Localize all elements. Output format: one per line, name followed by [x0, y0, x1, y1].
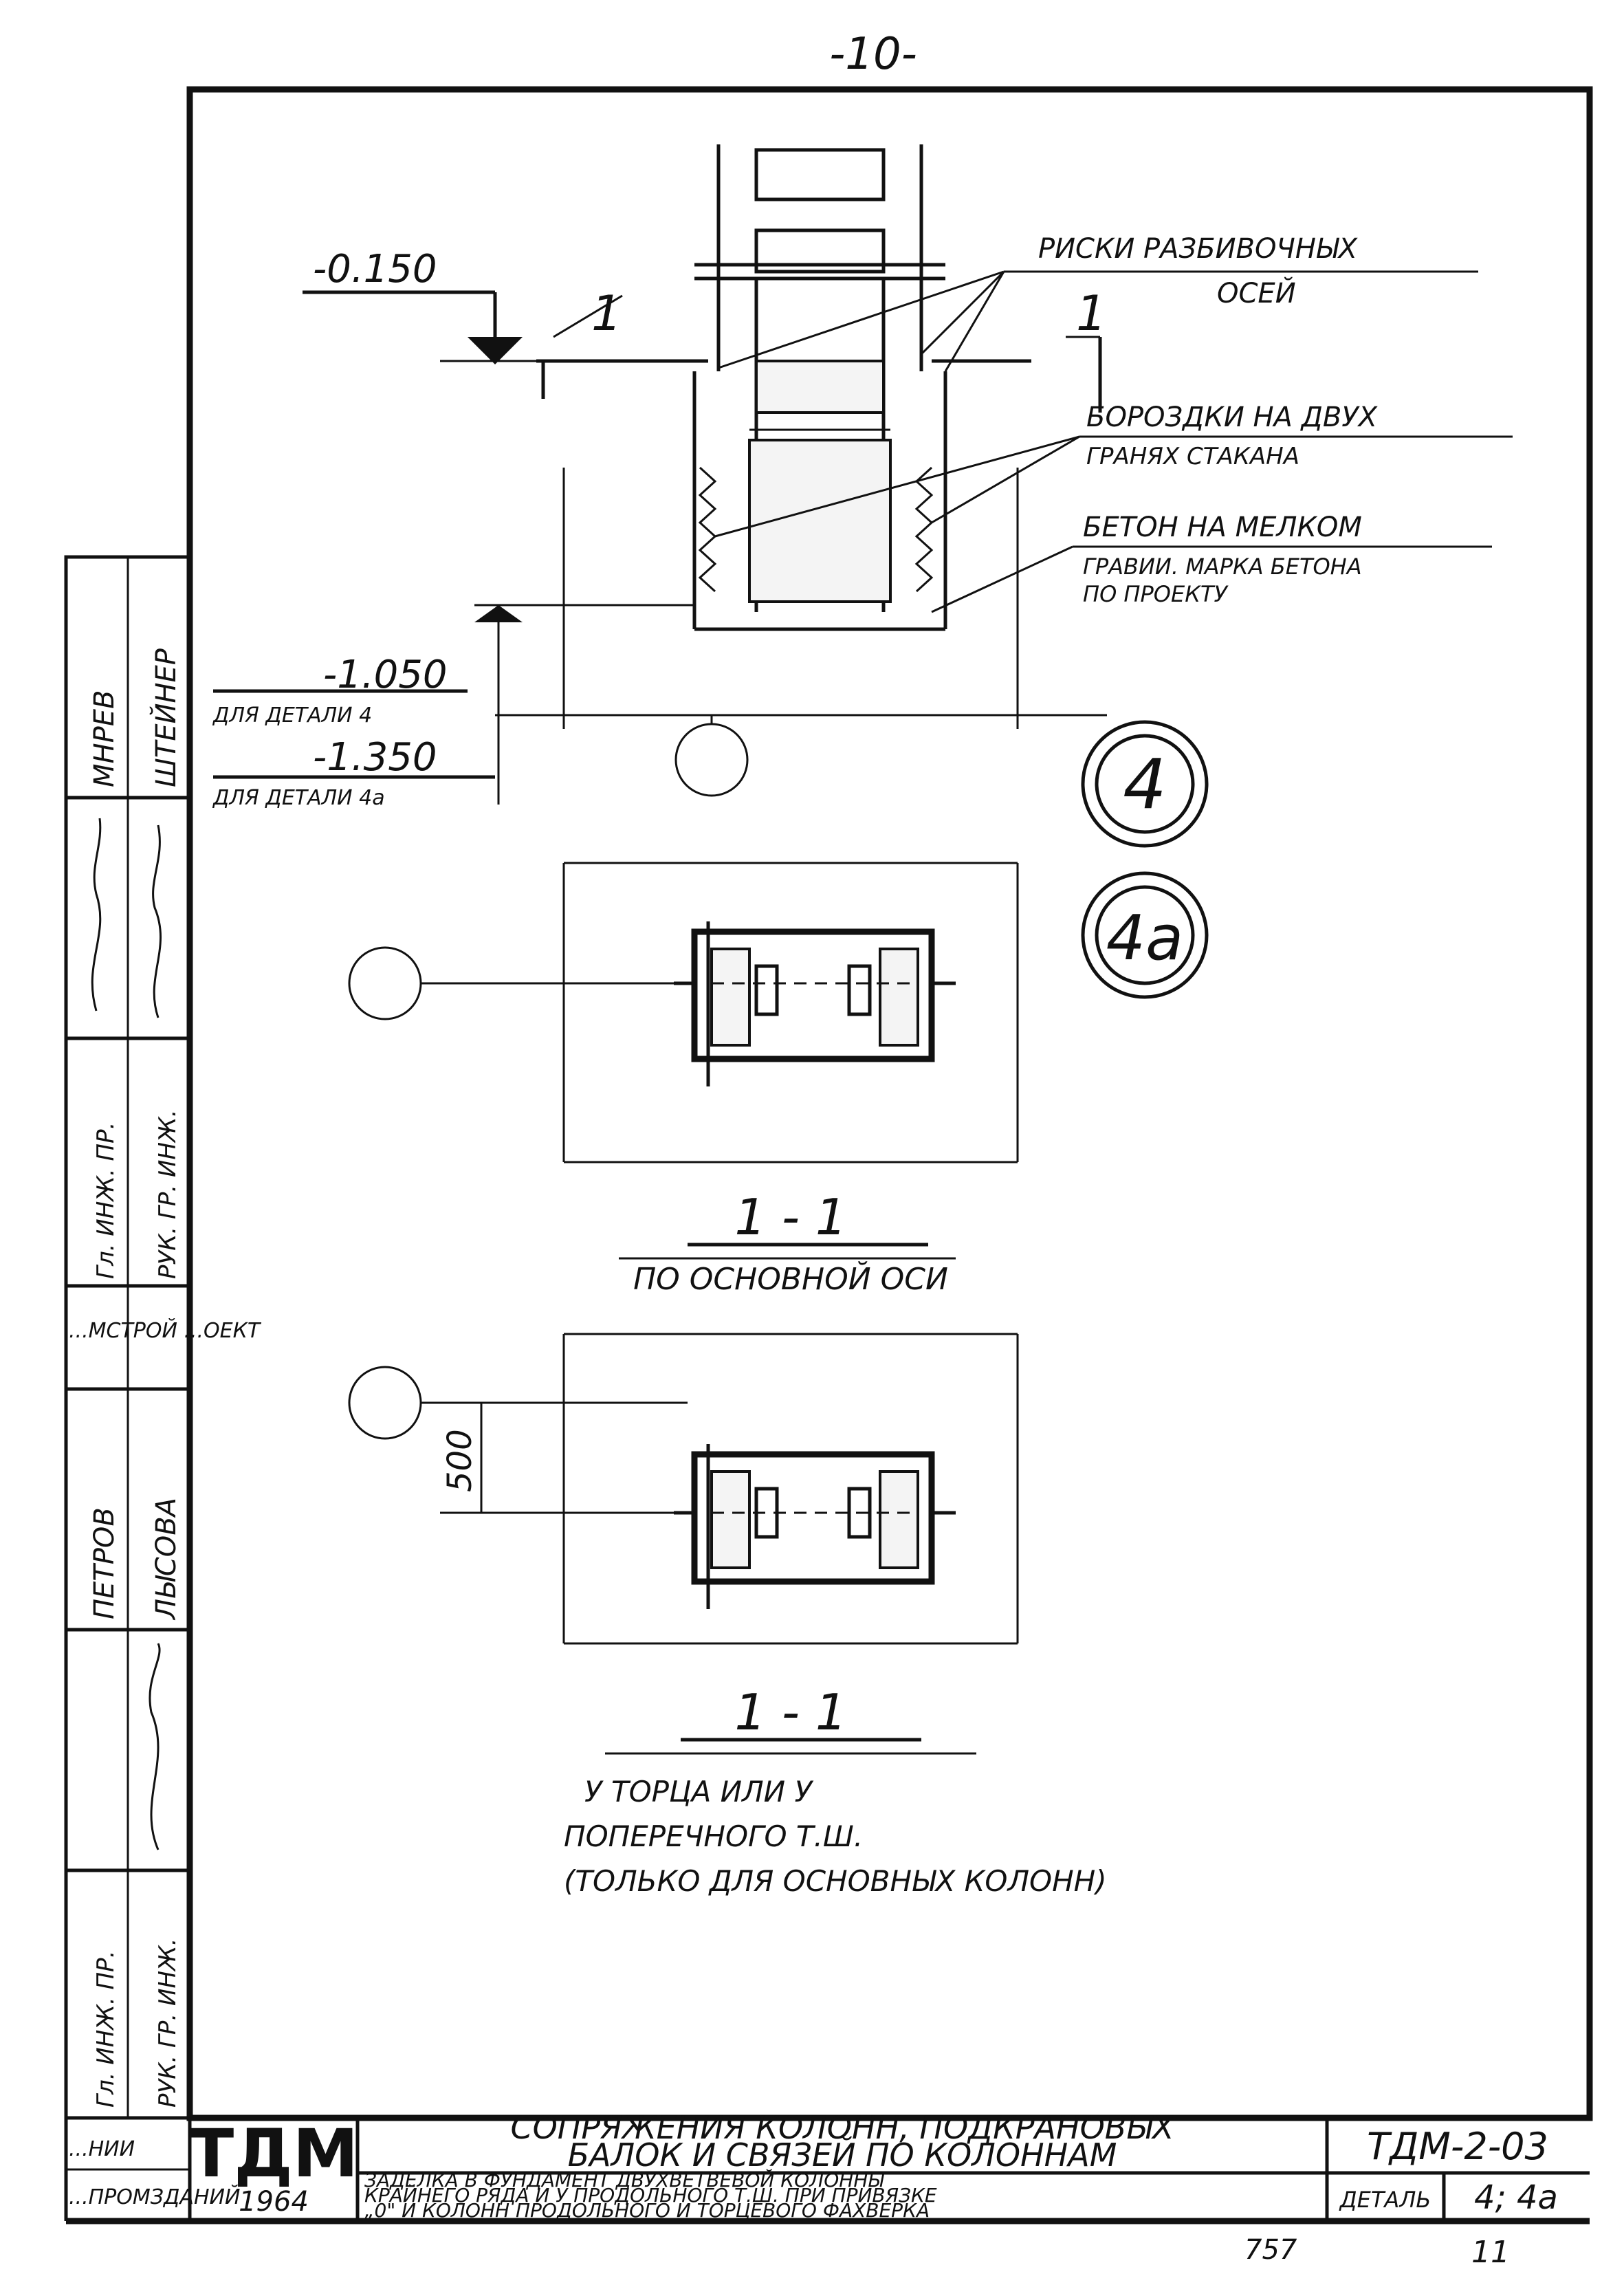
detail-mark-4a: 4а: [1106, 902, 1183, 974]
section-mark-right: 1: [1076, 285, 1107, 342]
caption-detail-4a: ДЛЯ ДЕТАЛИ 4а: [212, 786, 385, 810]
dimension-500: 500: [441, 1429, 479, 1492]
plan2-subtitle-line2: ПОПЕРЕЧНОГО Т.Ш.: [564, 1819, 863, 1853]
axis-bubble-plan1: [348, 946, 422, 1020]
stamp-role-3: Гл. ИНЖ. ПР.: [92, 1951, 120, 2108]
section-mark-left: 1: [591, 285, 622, 342]
drawing-frame: [186, 86, 1593, 2121]
stamp-organization: ...МСТРОЙ ...ОЕКТ: [69, 1318, 262, 1343]
stamp-name-2: ШТЕЙНЕР: [149, 648, 182, 787]
concrete-block-upper: [755, 360, 885, 414]
callout-grooves-line2: ГРАНЯХ СТАКАНА: [1086, 443, 1299, 470]
stamp-role-4: РУК. ГР. ИНЖ.: [154, 1938, 182, 2108]
plan-section-end: 500 1 - 1 У ТОРЦА ИЛИ У ПОПЕРЕЧНОГО Т.Ш.…: [348, 1333, 1107, 1898]
institute-line1: ...НИИ: [69, 2137, 135, 2161]
callout-concrete-line3: ПО ПРОЕКТУ: [1083, 581, 1229, 607]
axis-bubble-top: [674, 723, 749, 797]
plan2-title: 1 - 1: [734, 1683, 846, 1741]
signature-3: [149, 1643, 161, 1850]
detail-value: 4; 4а: [1474, 2178, 1558, 2217]
axis-bubble-plan2: [348, 1366, 422, 1440]
side-stamp: МНРЕВ ШТЕЙНЕР Гл. ИНЖ. ПР. РУК. ГР. ИНЖ.…: [64, 555, 262, 2120]
level-bottom-4a: -1.350: [313, 735, 437, 780]
plan2-subtitle-line3: (ТОЛЬКО ДЛЯ ОСНОВНЫХ КОЛОНН): [564, 1864, 1107, 1898]
plan2-subtitle-line1: У ТОРЦА ИЛИ У: [584, 1775, 813, 1808]
description-line1: ЗАДЕЛКА В ФУНДАМЕНТ ДВУХВЕТВЕВОЙ КОЛОННЫ: [364, 2168, 884, 2191]
stamp-name-3: ПЕТРОВ: [89, 1507, 120, 1619]
description-line3: „0" И КОЛОНН ПРОДОЛЬНОГО И ТОРЦЕВОГО ФАХ…: [364, 2199, 930, 2222]
elevation-section: 1 1: [495, 144, 1107, 797]
level-marks: -0.150 -1.050 ДЛЯ ДЕТАЛИ 4 -1.350 ДЛЯ ДЕ…: [212, 247, 694, 810]
archive-number: 757: [1244, 2234, 1297, 2266]
callouts: РИСКИ РАЗБИВОЧНЫХ ОСЕЙ БОРОЗДКИ НА ДВУХ …: [714, 233, 1513, 613]
plan1-title: 1 - 1: [734, 1188, 846, 1246]
detail-label: ДЕТАЛЬ: [1339, 2187, 1431, 2213]
plan-section-main-axis: 1 - 1 ПО ОСНОВНОЙ ОСИ: [348, 862, 1019, 1297]
callout-axes-line1: РИСКИ РАЗБИВОЧНЫХ: [1038, 233, 1359, 265]
stamp-role-1: Гл. ИНЖ. ПР.: [92, 1122, 120, 1279]
title-block: ...НИИ ...ПРОМЗДАНИЙ ТДМ 1964 СОПРЯЖЕНИЯ…: [64, 2109, 1590, 2224]
page-number: -10-: [829, 29, 917, 80]
callout-grooves-line1: БОРОЗДКИ НА ДВУХ: [1086, 402, 1379, 433]
institute-line2: ...ПРОМЗДАНИЙ: [69, 2185, 240, 2209]
callout-concrete-line2: ГРАВИИ. МАРКА БЕТОНА: [1083, 554, 1362, 580]
sheet-number: 11: [1471, 2235, 1510, 2270]
description-line2: КРАЙНЕГО РЯДА И У ПРОДОЛЬНОГО Т.Ш. ПРИ П…: [364, 2183, 937, 2207]
level-top: -0.150: [313, 247, 437, 292]
stamp-role-2: РУК. ГР. ИНЖ.: [154, 1110, 182, 1279]
stamp-name-4: ЛЫСОВА: [151, 1498, 182, 1621]
title-line1: СОПРЯЖЕНИЯ КОЛОНН, ПОДКРАНОВЫХ: [510, 2109, 1174, 2146]
signature-1: [152, 824, 162, 1018]
callout-axes-line2: ОСЕЙ: [1217, 276, 1296, 309]
plan1-subtitle: ПО ОСНОВНОЙ ОСИ: [633, 1260, 948, 1297]
series-code: ТДМ-2-03: [1367, 2125, 1548, 2168]
stamp-name-1: МНРЕВ: [89, 690, 120, 787]
title-line2: БАЛОК И СВЯЗЕЙ ПО КОЛОННАМ: [568, 2136, 1117, 2174]
signature-2: [91, 818, 102, 1012]
detail-marks: 4 4а: [1081, 720, 1209, 999]
detail-mark-4: 4: [1123, 744, 1167, 824]
callout-concrete-line1: БЕТОН НА МЕЛКОМ: [1083, 512, 1362, 543]
tdm-logo: ТДМ: [189, 2115, 359, 2192]
year: 1964: [239, 2186, 309, 2218]
caption-detail-4: ДЛЯ ДЕТАЛИ 4: [212, 703, 372, 728]
